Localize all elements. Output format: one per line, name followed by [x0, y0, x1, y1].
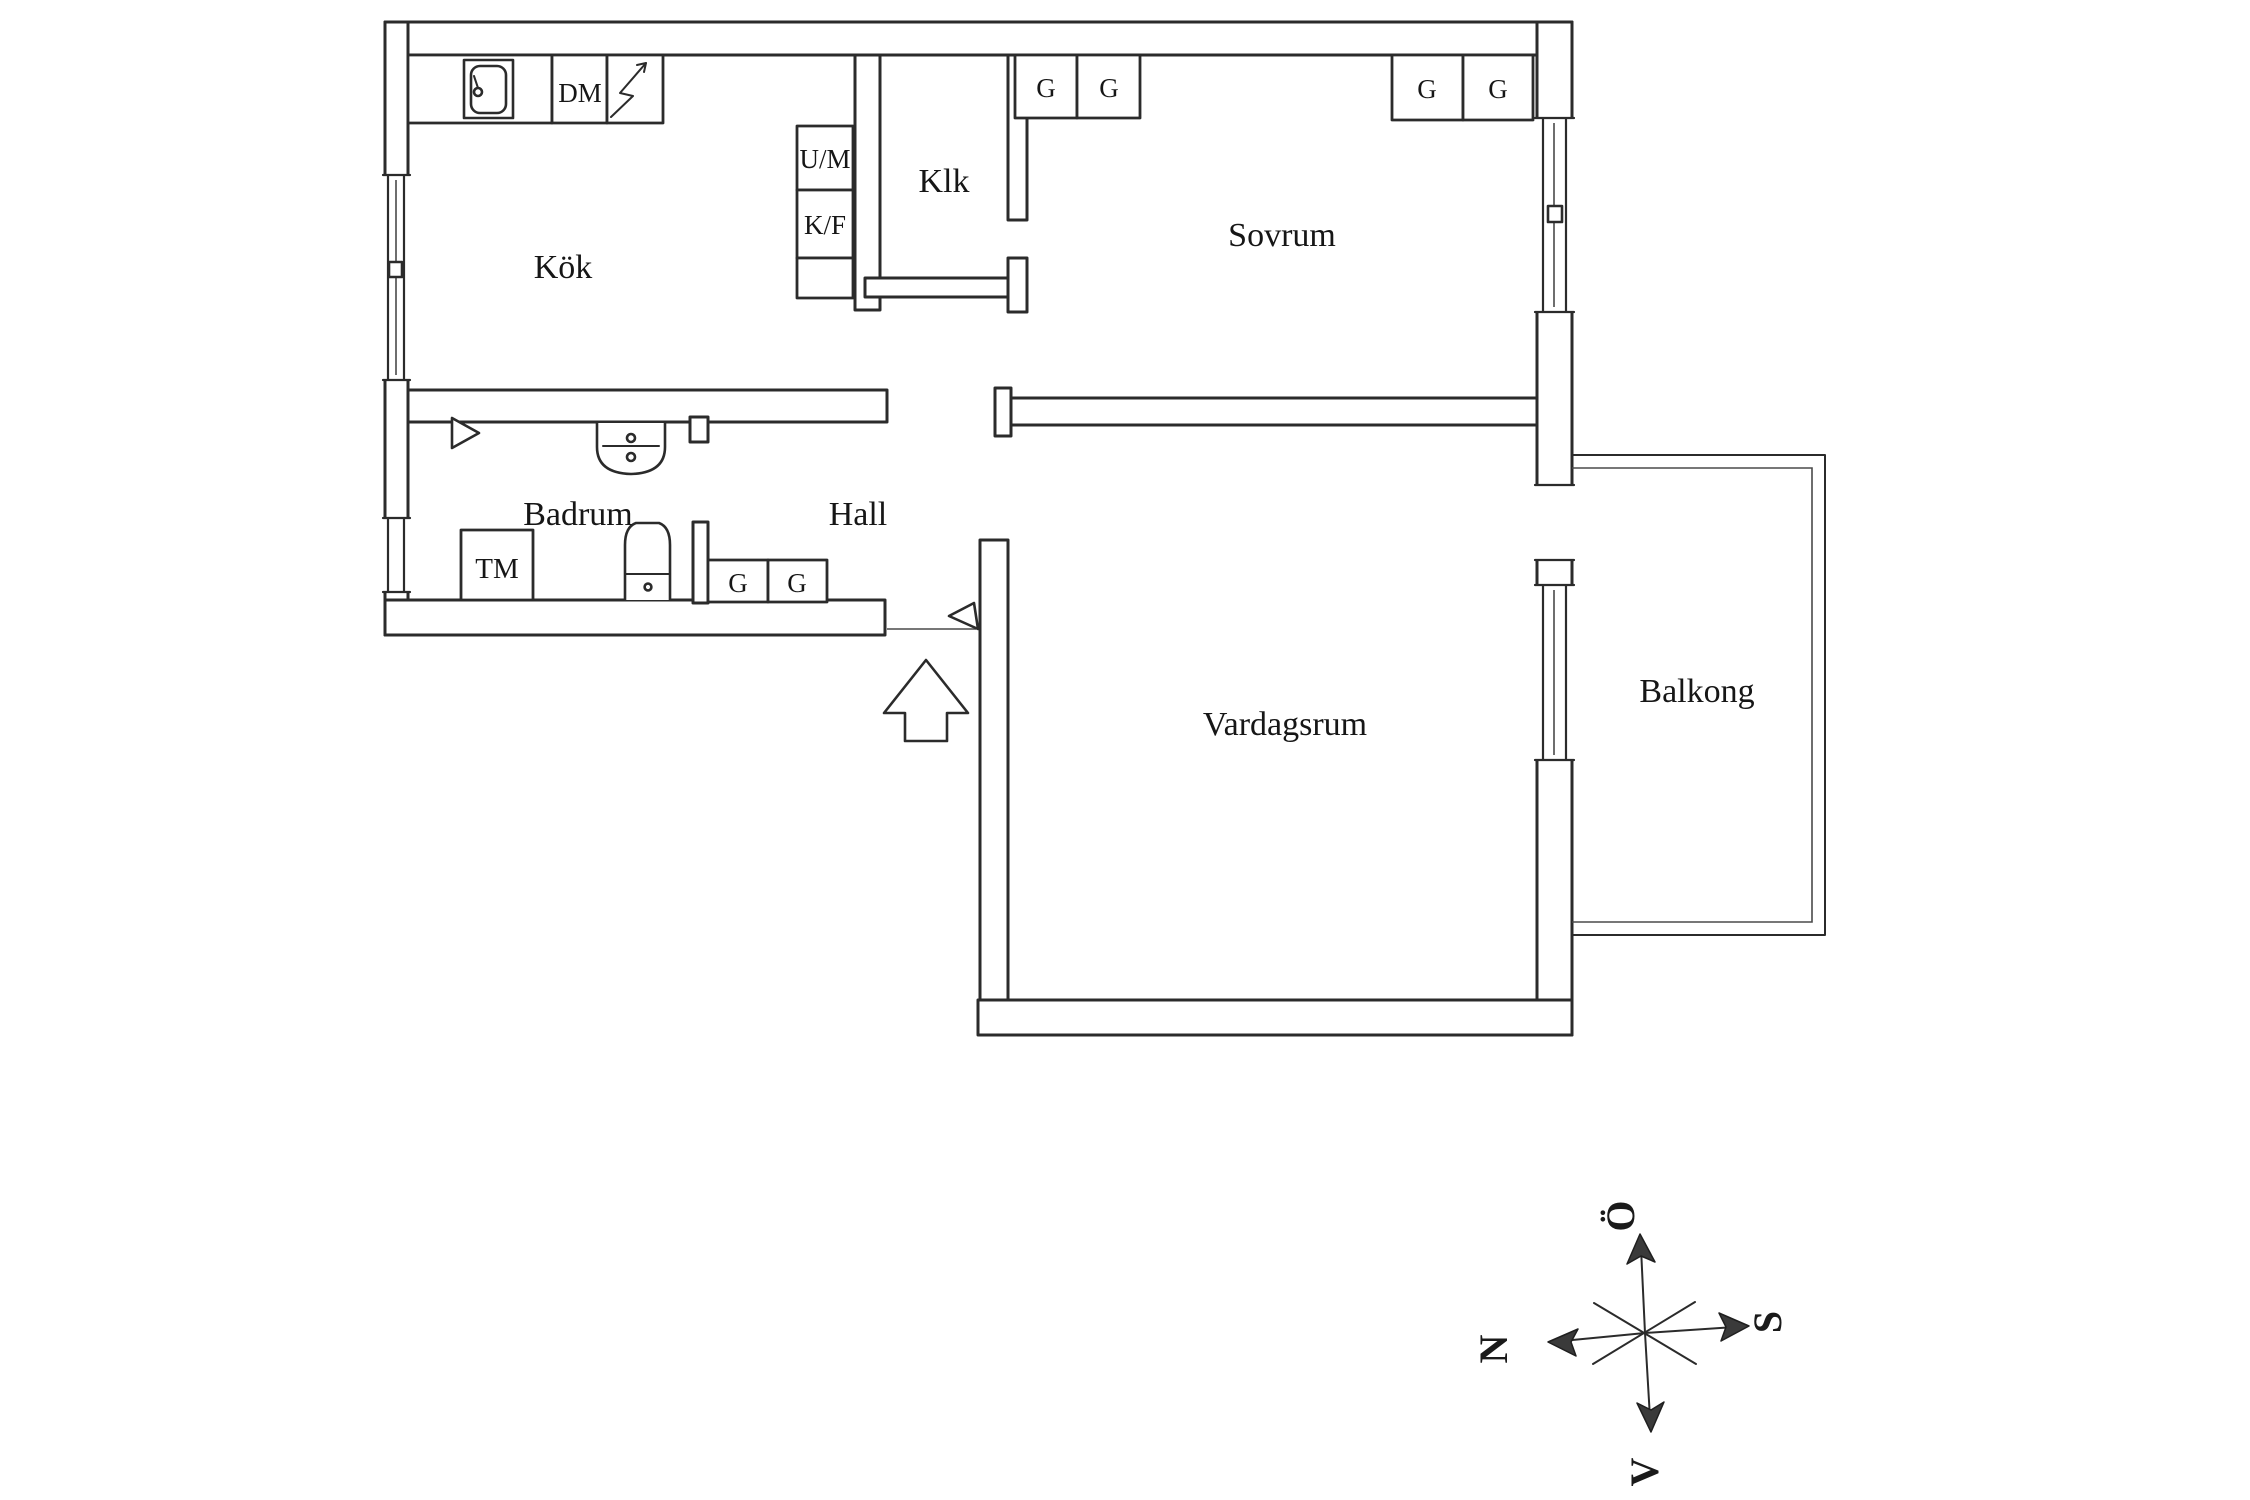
room-label-hall: Hall [829, 496, 888, 533]
room-label-balcony: Balkong [1639, 673, 1754, 710]
door-swing-icon [947, 601, 980, 631]
compass-arrow-north [1547, 1328, 1579, 1357]
wall-bathroom-partition-lower [691, 520, 710, 605]
dishwasher-label: DM [558, 78, 602, 108]
wardrobe-box [1461, 53, 1535, 122]
room-label-bedroom: Sovrum [1228, 217, 1336, 254]
windows [381, 116, 1576, 762]
wall-divider-left-cap [993, 386, 1013, 438]
wardrobe-label: G [728, 568, 748, 598]
compass-rose-icon: Ö S V N [1471, 1200, 1790, 1486]
bathroom-fixtures: TM [450, 416, 672, 602]
door-swing-icon [450, 416, 481, 450]
fridge-freezer-label: K/F [804, 210, 846, 240]
room-label-bathroom: Badrum [523, 496, 633, 533]
window-icon [1533, 583, 1576, 762]
wall-top [383, 20, 1574, 57]
compass-label-south: S [1745, 1311, 1790, 1333]
balcony-outline [1571, 454, 1826, 936]
balcony-door-opening [1533, 483, 1576, 562]
compass-arrow-east [1626, 1233, 1656, 1265]
wardrobe-label: G [1036, 73, 1056, 103]
wall-livingroom-left [978, 538, 1010, 1002]
washbasin-icon [595, 421, 667, 476]
stove-lightning-icon [610, 62, 647, 118]
kitchen-fixtures: DM U/M K/F [406, 53, 855, 300]
window-icon [381, 173, 412, 382]
wall-closet-right-cap [1006, 256, 1029, 314]
room-label-kitchen: Kök [534, 249, 593, 286]
compass-label-east: Ö [1598, 1200, 1643, 1231]
wall-bottom-left-wing [383, 598, 887, 637]
entrance-arrow-icon [882, 658, 970, 743]
compass-arrow-south [1718, 1312, 1750, 1342]
wardrobe-box [1075, 53, 1142, 120]
wall-bedroom-livingroom-divider [1008, 396, 1539, 427]
wardrobe-box [766, 558, 829, 604]
wall-livingroom-bottom [976, 998, 1574, 1037]
wardrobe-label: G [1417, 74, 1437, 104]
compass-label-west: V [1622, 1457, 1667, 1486]
room-label-livingroom: Vardagsrum [1203, 706, 1367, 743]
wardrobe-label: G [1488, 74, 1508, 104]
washing-machine-label: TM [475, 553, 519, 585]
wall-closet-bottom [863, 276, 1010, 299]
entrance [882, 601, 980, 743]
compass-arrow-west [1636, 1401, 1665, 1433]
wall-closet-left [853, 53, 882, 312]
wardrobes: G G G G G G [706, 53, 1535, 604]
oven-microwave-label: U/M [799, 144, 850, 174]
wardrobe-label: G [1099, 73, 1119, 103]
room-label-closet: Klk [919, 163, 970, 200]
window-icon [1533, 116, 1576, 314]
oven-microwave-box [795, 124, 855, 192]
washing-machine-box [459, 528, 535, 602]
kitchen-sink-icon [462, 58, 515, 120]
kitchen-cabinet-box [795, 256, 855, 300]
wall-kitchen-bottom [406, 388, 889, 424]
room-labels: Kök Klk Sovrum Badrum Hall Vardagsrum Ba… [523, 163, 1754, 743]
compass-label-north: N [1471, 1334, 1516, 1363]
wardrobe-box [1013, 53, 1079, 120]
wardrobe-label: G [787, 568, 807, 598]
window-icon [381, 516, 412, 594]
fridge-freezer-box [795, 188, 855, 260]
wardrobe-box [1390, 53, 1465, 122]
toilet-icon [623, 521, 672, 602]
wall-bathroom-partition-upper [688, 415, 710, 444]
